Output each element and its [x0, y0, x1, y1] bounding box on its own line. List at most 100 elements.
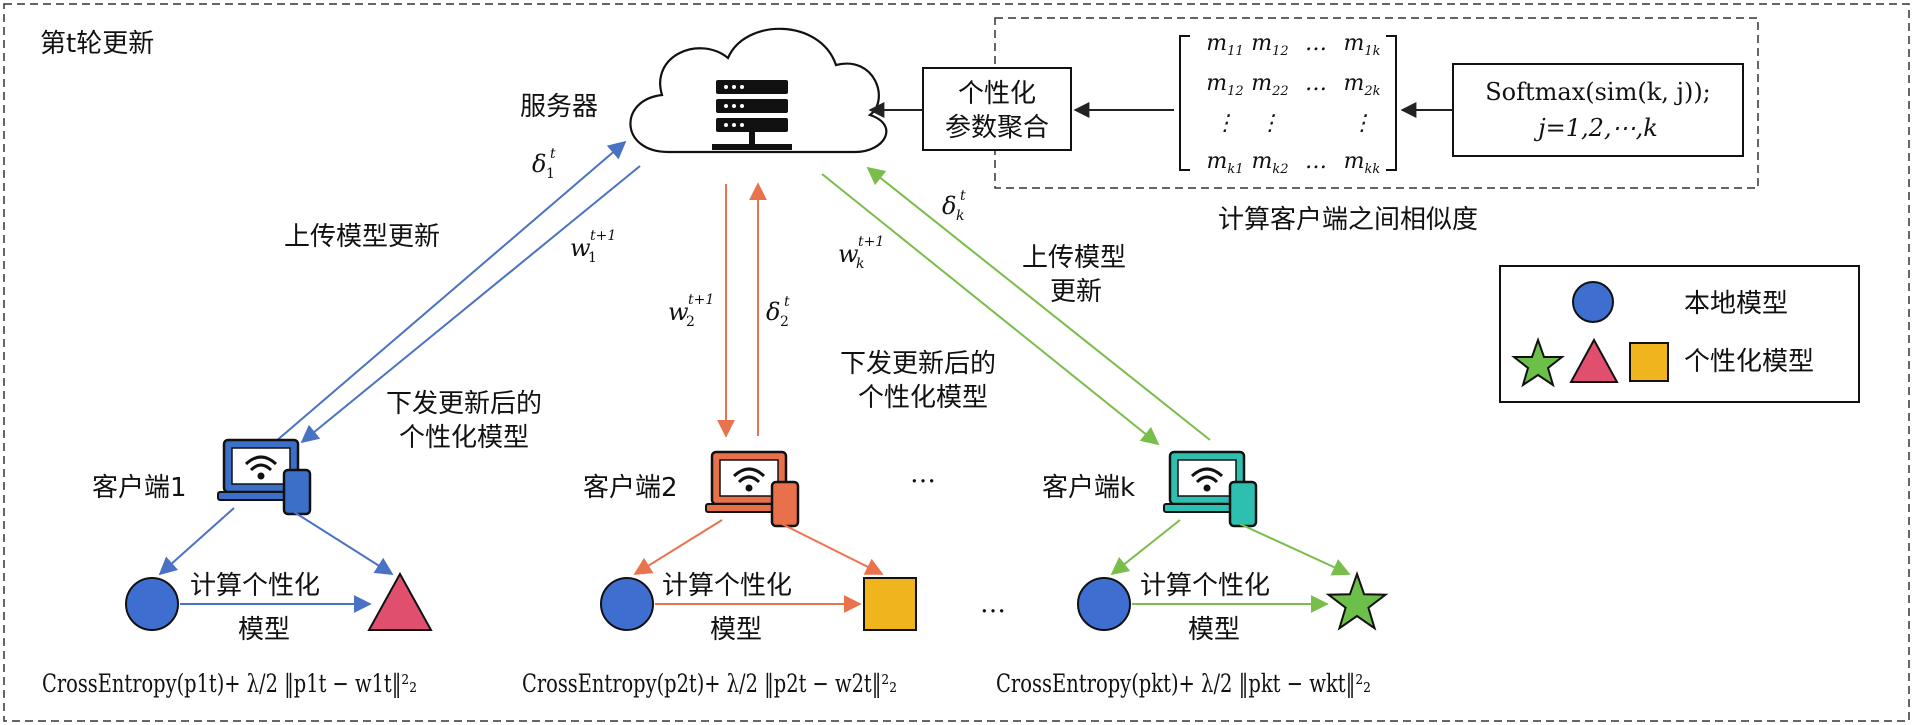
loss-formula: CrossEntropy(p1t)+ λ/2 ‖p1t − w1t‖²₂: [42, 669, 417, 699]
personalized-square-icon: [863, 577, 917, 631]
svg-text:t: t: [550, 146, 556, 162]
clientk-upload-line2: 更新: [1050, 277, 1102, 307]
svg-text:2: 2: [686, 314, 695, 330]
svg-text:t+1: t+1: [688, 292, 714, 308]
matrix-cell-3-2: …: [1305, 149, 1327, 174]
client-label: 客户端2: [583, 473, 678, 503]
local-model-circle: [125, 577, 179, 631]
matrix-left-bracket: [1179, 35, 1190, 171]
arrow-to-local-model: [1110, 519, 1181, 576]
wk-label: w k t+1: [838, 234, 884, 272]
svg-text:1: 1: [546, 166, 555, 182]
svg-text:t+1: t+1: [590, 228, 616, 244]
personalized-star-icon: [1325, 570, 1389, 631]
ellipsis-models: …: [980, 589, 1006, 619]
ellipsis-clients: …: [910, 459, 936, 489]
matrix-cell-0-1: m12: [1251, 31, 1288, 59]
legend-box: [1499, 265, 1860, 403]
matrix-cell-2-3: ⋮: [1351, 111, 1373, 136]
svg-text:k: k: [956, 208, 964, 224]
matrix-cell-0-3: m1k: [1343, 31, 1380, 59]
legend-star-icon: [1511, 336, 1565, 388]
softmax-line2: j=1,2,⋯,k: [1533, 114, 1658, 142]
svg-text:w: w: [838, 240, 859, 268]
aggregation-line1: 个性化: [958, 79, 1036, 109]
clientk-download-line2: 个性化模型: [858, 383, 988, 413]
aggregation-box: [922, 67, 1072, 151]
arrow-to-personalized-model: [781, 523, 884, 575]
server-icon: [712, 80, 792, 150]
clientk-download-line1: 下发更新后的: [840, 349, 996, 379]
server-label: 服务器: [520, 92, 598, 122]
arrow-clientk-upload: [866, 166, 1211, 441]
w2-label: w 2 t+1: [668, 292, 714, 330]
legend-square-icon: [1629, 342, 1669, 382]
matrix-cell-1-1: m22: [1251, 71, 1288, 99]
similarity-caption: 计算客户端之间相似度: [1218, 205, 1478, 235]
compute-label-line1: 计算个性化: [662, 571, 792, 601]
arrow-client1-download: [300, 165, 641, 444]
svg-text:δ: δ: [766, 298, 780, 326]
svg-text:t: t: [960, 188, 966, 204]
matrix-cell-1-3: m2k: [1343, 71, 1380, 99]
svg-text:t: t: [784, 294, 790, 310]
arrow-to-local-model: [633, 519, 723, 575]
svg-text:w: w: [570, 234, 591, 262]
loss-formula: CrossEntropy(pkt)+ λ/2 ‖pkt − wkt‖²₂: [996, 669, 1371, 699]
matrix-cell-3-1: mk2: [1251, 149, 1288, 177]
deltak-label: δ k t: [942, 188, 966, 224]
arrow-client1-upload: [274, 140, 627, 443]
matrix-cell-2-0: ⋮: [1214, 111, 1236, 136]
delta2-label: δ 2 t: [766, 294, 790, 330]
laptop-phone-icon: [1163, 450, 1258, 528]
svg-text:1: 1: [588, 250, 597, 266]
laptop-phone-icon: [217, 438, 312, 516]
matrix-cell-3-0: mk1: [1206, 149, 1243, 177]
legend-personalized-label: 个性化模型: [1684, 347, 1814, 377]
arrow-to-local-model: [158, 507, 235, 576]
matrix-cell-0-0: m11: [1206, 31, 1243, 59]
legend-triangle-icon: [1569, 337, 1619, 383]
client-label: 客户端k: [1042, 473, 1135, 503]
client1-upload-label: 上传模型更新: [284, 222, 440, 252]
softmax-line1: Softmax(sim(k, j));: [1485, 78, 1711, 106]
personalized-triangle-icon: [367, 571, 433, 631]
compute-label-line1: 计算个性化: [1140, 571, 1270, 601]
matrix-cell-1-0: m12: [1206, 71, 1243, 99]
clientk-upload-line1: 上传模型: [1022, 243, 1126, 273]
arrow-clientk-download: [821, 173, 1160, 446]
softmax-box: [1452, 63, 1744, 157]
client1-download-line1: 下发更新后的: [386, 389, 542, 419]
client1-download-line2: 个性化模型: [399, 423, 529, 453]
svg-text:k: k: [856, 256, 864, 272]
aggregation-line2: 参数聚合: [945, 113, 1049, 143]
outer-frame: [3, 3, 1910, 722]
compute-label-line2: 模型: [710, 615, 762, 645]
client-label: 客户端1: [92, 473, 187, 503]
local-model-circle: [1077, 577, 1131, 631]
local-model-circle: [600, 577, 654, 631]
svg-text:t+1: t+1: [858, 234, 884, 250]
laptop-phone-icon: [705, 450, 800, 528]
legend-local-circle: [1572, 281, 1614, 323]
compute-label-line1: 计算个性化: [190, 571, 320, 601]
compute-label-line2: 模型: [1188, 615, 1240, 645]
delta1-label: δ 1 t: [532, 146, 556, 182]
svg-text:2: 2: [780, 314, 789, 330]
matrix-cell-0-2: …: [1305, 31, 1327, 56]
arrow-to-personalized-model: [1239, 523, 1351, 576]
matrix-right-bracket: [1386, 35, 1397, 171]
svg-text:w: w: [668, 298, 689, 326]
matrix-cell-2-1: ⋮: [1259, 111, 1281, 136]
legend-local-label: 本地模型: [1684, 289, 1788, 319]
round-label: 第t轮更新: [40, 29, 154, 59]
arrow-to-personalized-model: [293, 511, 394, 575]
svg-text:δ: δ: [532, 150, 546, 178]
loss-formula: CrossEntropy(p2t)+ λ/2 ‖p2t − w2t‖²₂: [522, 669, 897, 699]
